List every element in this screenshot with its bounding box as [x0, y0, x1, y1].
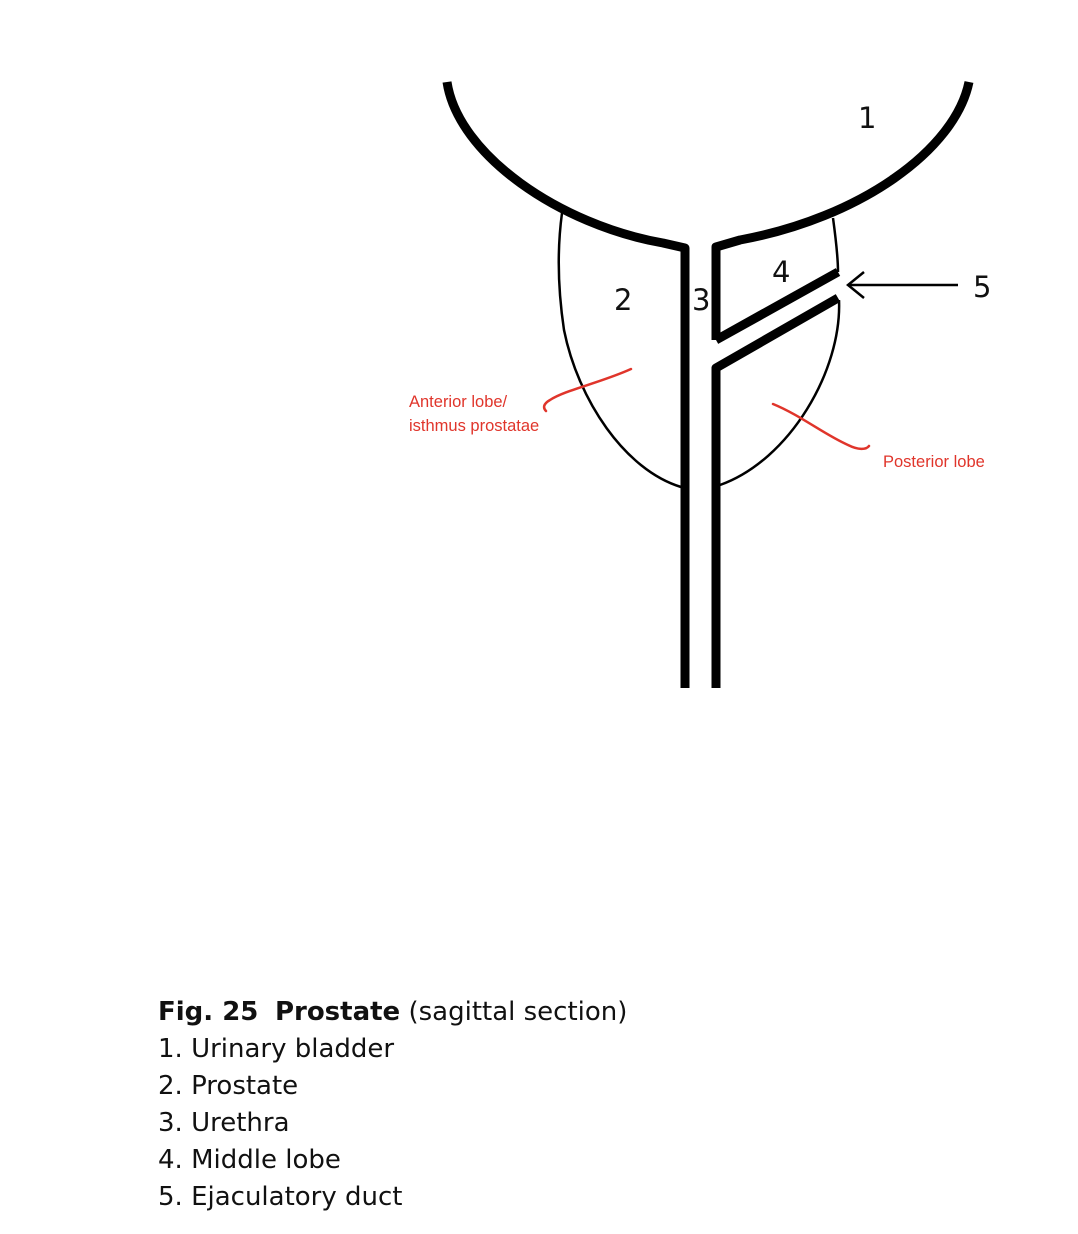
prostate-right-outline — [831, 217, 840, 273]
legend-item-bladder: 1. Urinary bladder — [158, 1034, 395, 1064]
legend-item-ejaculatory-duct: 5. Ejaculatory duct — [158, 1182, 403, 1212]
legend-item-middle-lobe: 4. Middle lobe — [158, 1145, 341, 1175]
posterior-lobe-label: Posterior lobe — [883, 453, 985, 471]
label-bladder-number: 1 — [858, 101, 876, 135]
label-urethra-number: 3 — [692, 283, 710, 317]
label-prostate-number: 2 — [614, 283, 632, 317]
caption-title-line: Fig. 25 Prostate (sagittal section) — [158, 994, 1018, 1031]
figure-number: Fig. 25 — [158, 997, 259, 1027]
prostate-left-outline — [557, 212, 682, 489]
prostate-right-outline-lower — [719, 299, 841, 487]
figure-subtitle: (sagittal section) — [408, 997, 628, 1027]
isthmus-prostatae-label: isthmus prostatae — [409, 417, 539, 435]
legend-item-prostate: 2. Prostate — [158, 1071, 299, 1101]
prostate-diagram: 1 2 3 4 5 Anterior lobe/ isthmus prostat… — [409, 81, 991, 688]
figure-title: Prostate — [274, 997, 401, 1027]
duct-arrow-head — [846, 271, 865, 299]
label-duct-number: 5 — [973, 270, 991, 304]
middle-lobe-wall — [713, 268, 841, 344]
figure-caption: Fig. 25 Prostate (sagittal section) 1. U… — [158, 994, 1018, 1216]
label-middle-lobe-number: 4 — [772, 255, 790, 289]
anterior-lobe-label: Anterior lobe/ — [409, 393, 508, 411]
posterior-leader-line — [771, 402, 871, 451]
bladder-outline-right — [711, 81, 974, 340]
bladder-outline — [442, 81, 690, 688]
urethra-right-wall — [711, 294, 841, 688]
legend-item-urethra: 3. Urethra — [158, 1108, 290, 1138]
anterior-leader-line — [542, 367, 633, 413]
